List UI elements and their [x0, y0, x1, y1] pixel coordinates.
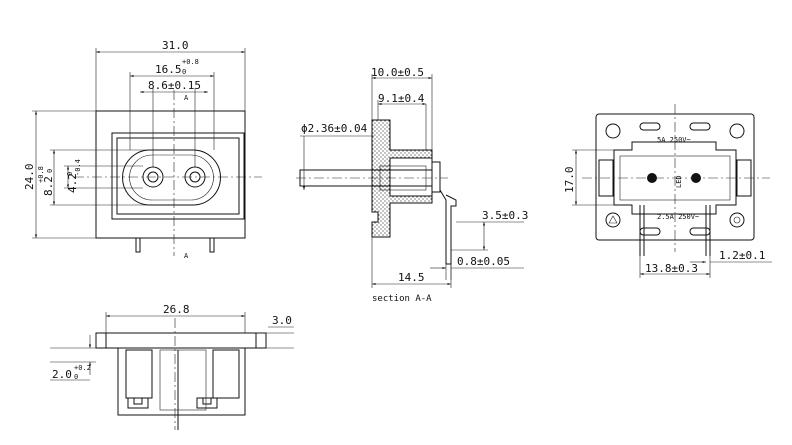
front-pin-left [135, 237, 141, 253]
bottom-body-left-window [125, 349, 153, 399]
bottom-body-right-window [212, 349, 240, 399]
dim-clip-label: 2.0 [52, 368, 72, 381]
rear-housing [613, 141, 737, 215]
section-terminal [439, 189, 457, 265]
dim-slot-height-tol-bot: -0.4 [74, 159, 82, 176]
dim-height-label: 24.0 [23, 164, 36, 191]
bottom-body-center [159, 349, 207, 411]
dim-pin-pitch-label: 8.6±0.15 [148, 79, 201, 92]
section-back-cap [431, 161, 441, 193]
dim-clip-tol-bot: 0 [74, 373, 78, 381]
rear-slot-br [689, 227, 711, 236]
dim-overall-length-label: 14.5 [398, 271, 425, 284]
dim-panel-thickness-label: 3.0 [272, 314, 292, 327]
dim-clip-tol-top: +0.2 [74, 364, 91, 372]
rear-lr-icon [729, 212, 745, 228]
rear-ll-icon [605, 212, 621, 228]
rear-terminal-left [647, 173, 657, 183]
dim-rear-height-label: 17.0 [563, 167, 576, 194]
section-mark-top: A [184, 94, 189, 102]
rear-slot-tr [689, 122, 711, 131]
section-body-hatch [371, 119, 433, 238]
dim-inner-height-tol-top: +0.8 [37, 166, 45, 183]
bottom-foot-right [196, 397, 218, 409]
front-outer-frame [95, 110, 246, 239]
rear-ul-icon [605, 123, 621, 139]
front-view: A A 31.0 16.5 +0.8 0 8.6±0.15 24.0 8.2 +… [23, 39, 262, 260]
bottom-foot-right-mark [202, 397, 212, 405]
dim-depth-label: 10.0±0.5 [371, 66, 424, 79]
rear-lr-core-icon [733, 216, 741, 224]
rear-slot-bl [639, 227, 661, 236]
dim-diameter-label: ϕ2.36±0.04 [301, 122, 368, 135]
socket-inner [129, 154, 214, 201]
rear-rating-bottom: 2.5A 250V~ [657, 213, 699, 221]
front-pin-right [209, 237, 215, 253]
rear-marking-vertical: LED [675, 175, 683, 188]
dim-inner-width-tol-bot: 0 [182, 68, 186, 76]
dim-terminal-width-label: 1.2±0.1 [719, 249, 765, 262]
section-view: 10.0±0.5 9.1±0.4 ϕ2.36±0.04 3.5±0.3 0.8±… [296, 66, 528, 304]
front-inner-lip [116, 137, 240, 215]
dim-bottom-width-label: 26.8 [163, 303, 190, 316]
dim-inner-width-label: 16.5 [155, 63, 182, 76]
dim-slot-height-label: 4.2 [66, 173, 79, 193]
bottom-flange-inner [105, 332, 257, 349]
rear-ll-triangle-icon [608, 215, 618, 224]
dim-pin-offset-label: 3.5±0.3 [482, 209, 528, 222]
bottom-foot-left [127, 397, 149, 409]
section-mark-bottom: A [184, 252, 189, 260]
rear-view: 5A 250V~ 2.5A 250V~ LED 17.0 13.8±0.3 1.… [563, 104, 772, 278]
section-caption: section A-A [372, 294, 432, 304]
rear-rating-top: 5A 250V~ [657, 136, 691, 144]
dim-width-label: 31.0 [162, 39, 189, 52]
rear-ur-icon [729, 123, 745, 139]
bottom-view: 26.8 3.0 2.0 +0.2 0 [50, 303, 294, 430]
dim-tab-thickness-label: 0.8±0.05 [457, 255, 510, 268]
dim-inner-height-label: 8.2 [42, 176, 55, 196]
dim-terminal-pitch-label: 13.8±0.3 [645, 262, 698, 275]
socket-outline [122, 149, 221, 206]
dim-inner-width-tol-top: +0.8 [182, 58, 199, 66]
dim-inner-height-tol-bot: 0 [46, 169, 54, 173]
dim-flange-depth-label: 9.1±0.4 [378, 92, 425, 105]
bottom-body [117, 348, 246, 416]
rear-slot-tl [639, 122, 661, 131]
bottom-flange [95, 332, 267, 349]
front-inner-recess [111, 132, 245, 220]
dim-slot-height-tol-top: 0 [66, 172, 74, 176]
bottom-foot-left-mark [133, 397, 143, 405]
